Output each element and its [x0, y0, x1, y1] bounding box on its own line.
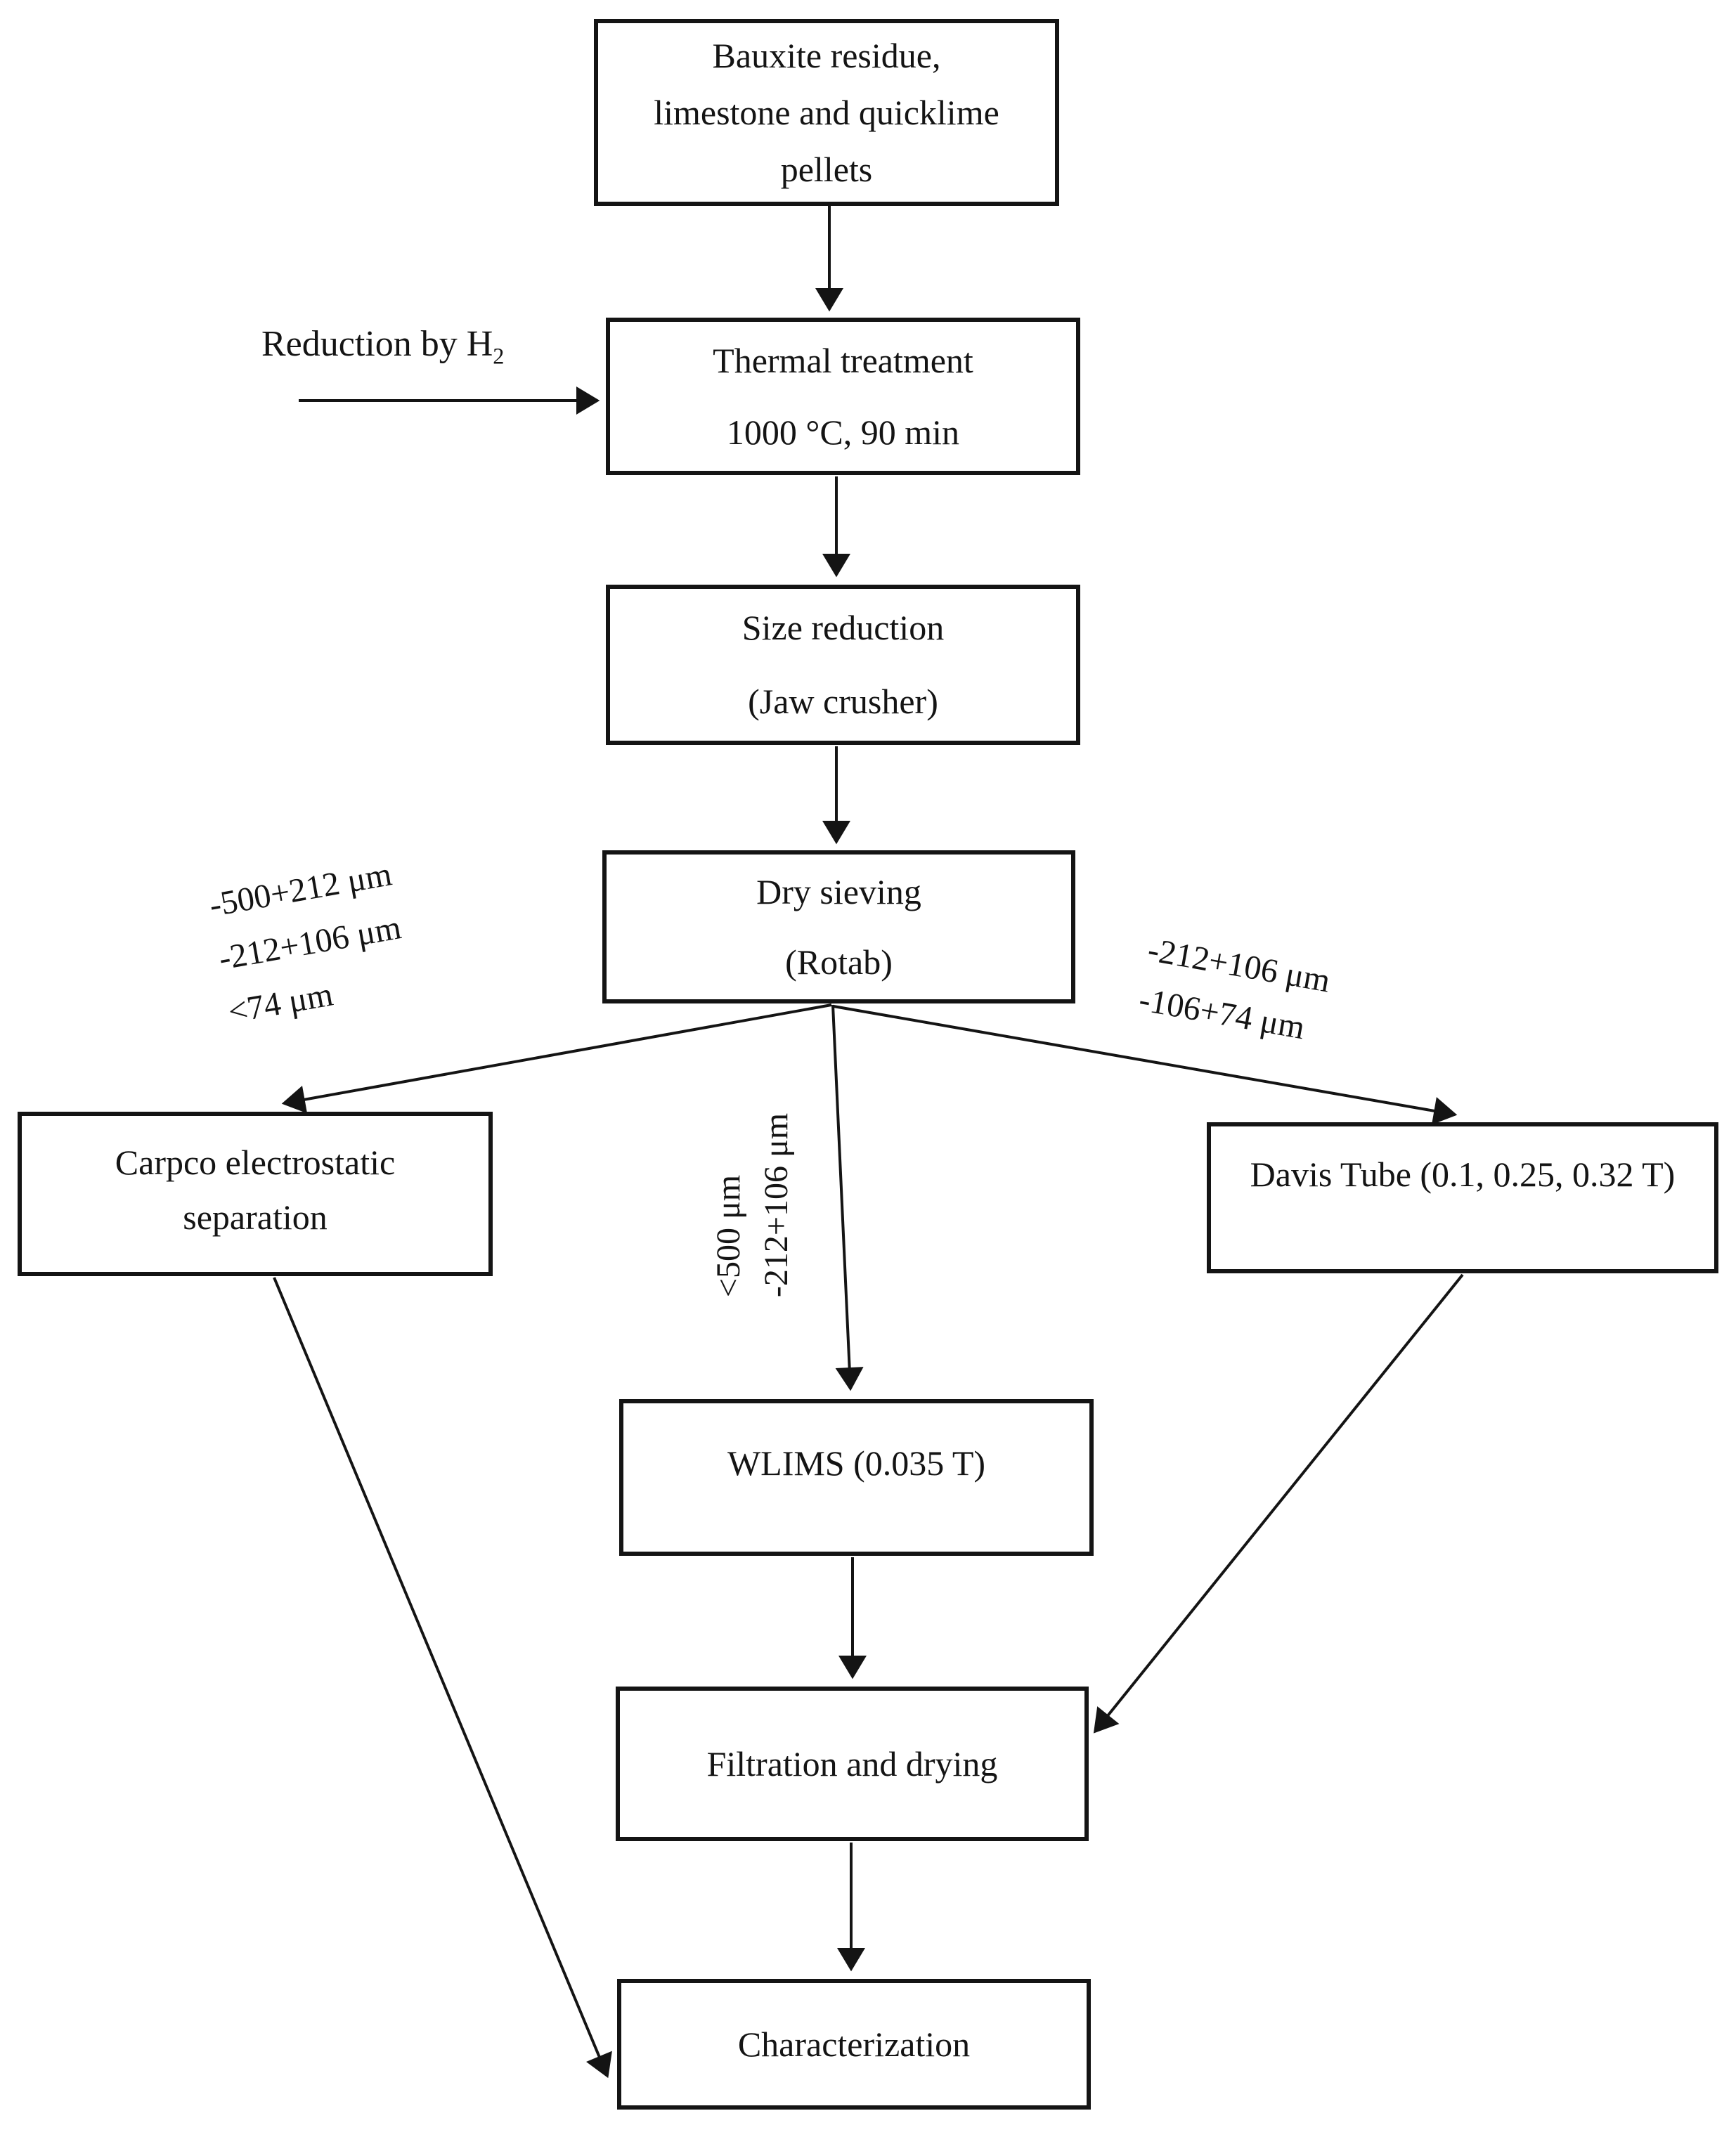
- node-characterization: Characterization: [617, 1979, 1091, 2110]
- node-dry-sieving: Dry sieving (Rotab): [602, 850, 1075, 1003]
- label-reduction-by-h2: Reduction by H2: [261, 315, 504, 373]
- size-fraction: <500 μm: [709, 1174, 747, 1298]
- node-wlims: WLIMS (0.035 T): [619, 1399, 1094, 1556]
- node-thermal-treatment: Thermal treatment 1000 °C, 90 min: [606, 318, 1080, 475]
- label-center-size-fractions: <500 μm -212+106 μm: [705, 1113, 801, 1297]
- node-size-reduction: Size reduction (Jaw crusher): [606, 585, 1080, 745]
- node-line: WLIMS (0.035 T): [727, 1443, 986, 1483]
- node-line: (Rotab): [785, 942, 893, 982]
- node-filtration-and-drying: Filtration and drying: [616, 1687, 1089, 1841]
- node-line: Davis Tube (0.1, 0.25, 0.32 T): [1250, 1155, 1676, 1194]
- node-bauxite-pellets: Bauxite residue, limestone and quicklime…: [594, 19, 1059, 206]
- node-line: Size reduction: [741, 608, 945, 647]
- label-left-size-fractions: -500+212 μm -212+106 μm <74 μm: [205, 847, 415, 1039]
- arrow-davis-tube-to-filtration: [1093, 1273, 1464, 1734]
- node-line: Bauxite residue,: [712, 35, 941, 75]
- arrow-dry-sieving-to-wlims: [831, 1004, 864, 1391]
- node-line: 1000 °C, 90 min: [726, 412, 960, 452]
- arrow-dry-sieving-to-carpco: [281, 1003, 832, 1114]
- node-line: Carpco electrostatic: [115, 1143, 396, 1182]
- label-reduction-text: Reduction by H: [261, 324, 493, 364]
- node-line: Thermal treatment: [713, 340, 973, 380]
- arrow-carpco-to-characterization: [273, 1277, 612, 2079]
- node-line: limestone and quicklime: [654, 92, 999, 132]
- node-line: Characterization: [737, 2025, 971, 2064]
- size-fraction: -212+106 μm: [758, 1112, 795, 1298]
- node-line: pellets: [780, 149, 873, 189]
- node-davis-tube: Davis Tube (0.1, 0.25, 0.32 T): [1207, 1122, 1718, 1273]
- node-carpco-electrostatic-separation: Carpco electrostatic separation: [18, 1112, 493, 1276]
- node-line: Filtration and drying: [706, 1744, 998, 1784]
- node-line: (Jaw crusher): [748, 682, 938, 721]
- label-right-size-fractions: -212+106 μm -106+74 μm: [1135, 925, 1334, 1056]
- node-line: separation: [183, 1197, 328, 1237]
- label-reduction-subscript: 2: [493, 343, 505, 369]
- node-line: Dry sieving: [756, 872, 921, 911]
